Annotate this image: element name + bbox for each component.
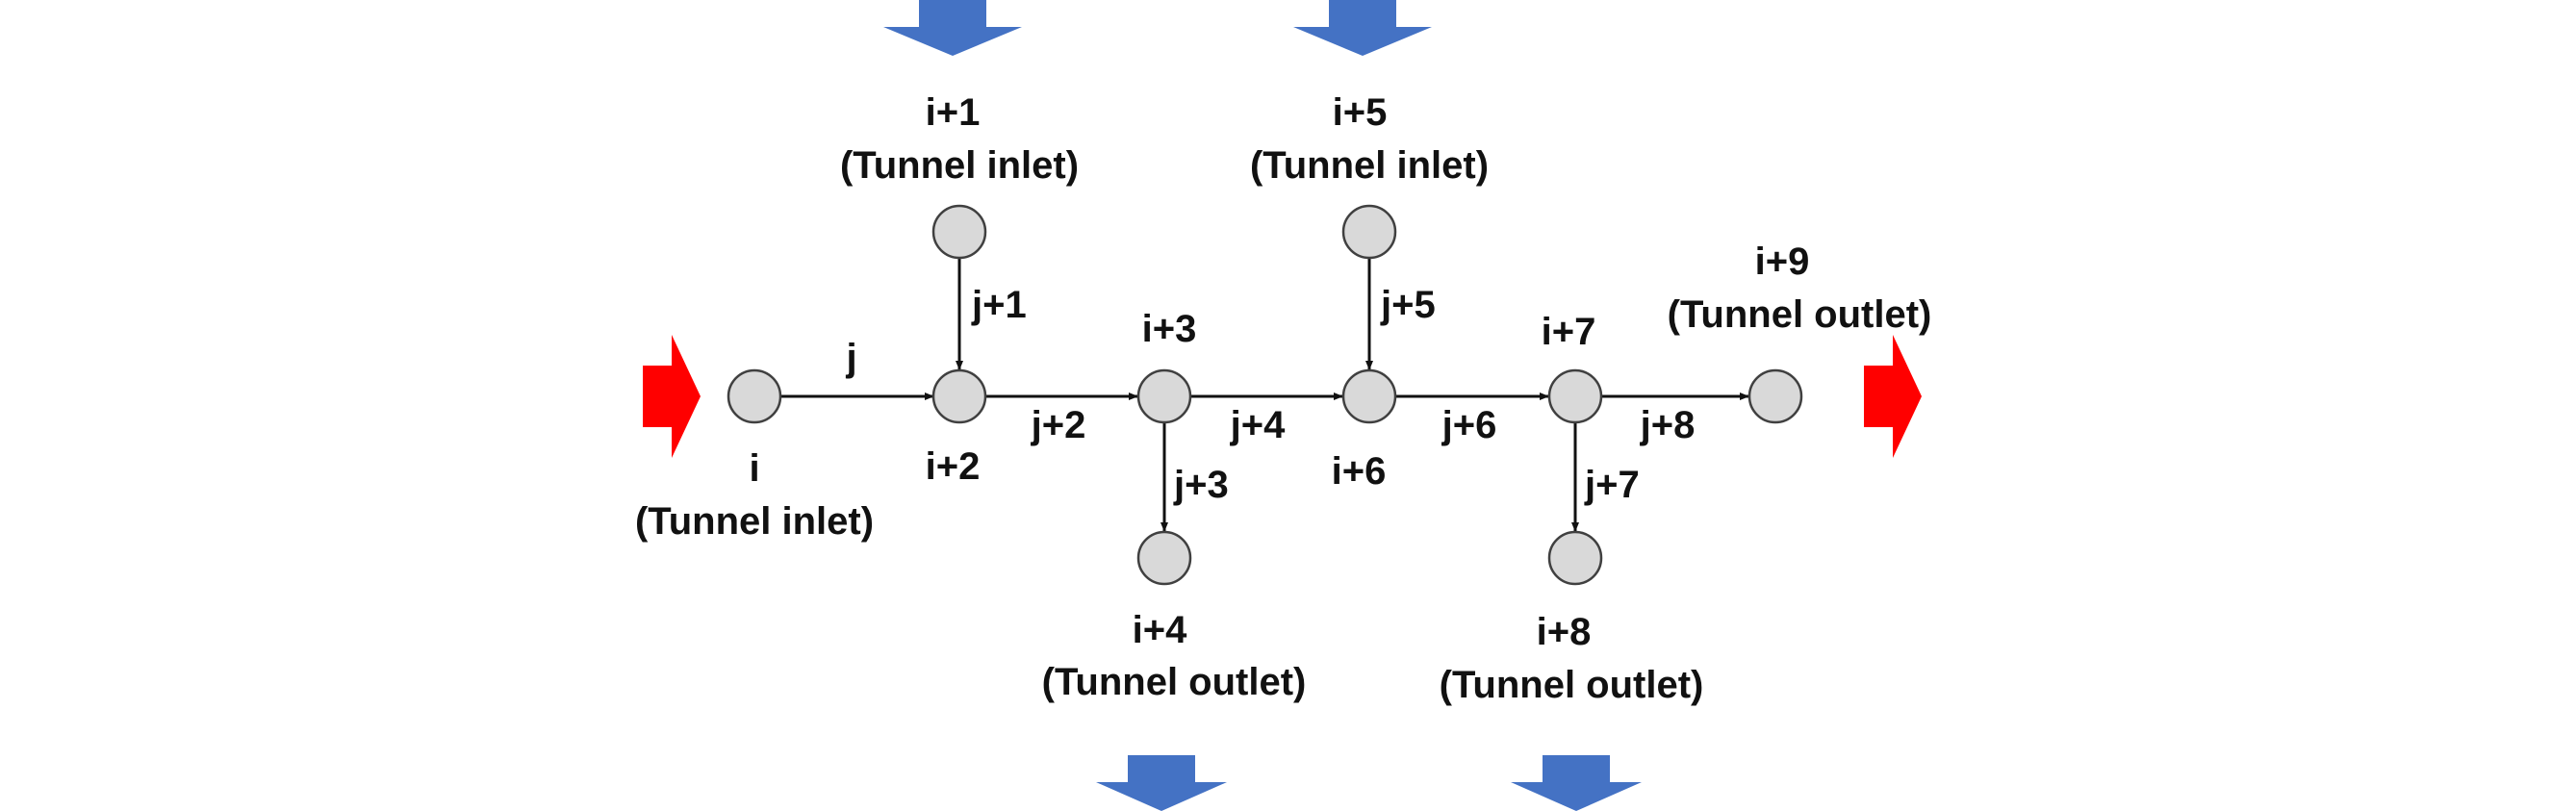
- node-i8-sublabel: (Tunnel outlet): [1440, 664, 1704, 706]
- node-i4-label: i+4: [1133, 609, 1187, 651]
- node-i1-label: i+1: [926, 91, 981, 134]
- edge-j4-label: j+4: [1230, 404, 1286, 446]
- node-i4: [1136, 530, 1192, 586]
- node-i5: [1341, 204, 1397, 260]
- edge-j8-label: j+8: [1640, 404, 1696, 446]
- node-i3: [1136, 368, 1192, 424]
- node-i2-label: i+2: [926, 445, 981, 488]
- inlet-vent-arrow-icon-2: [1293, 0, 1432, 56]
- outlet-vent-arrow-icon-1: [1096, 755, 1227, 811]
- node-i4-sublabel: (Tunnel outlet): [1042, 661, 1307, 703]
- inlet-vent-arrow-icon-1: [883, 0, 1022, 56]
- edge-j3-label: j+3: [1173, 464, 1229, 506]
- node-i1-sublabel: (Tunnel inlet): [840, 144, 1079, 187]
- edge-j6-label: j+6: [1441, 404, 1497, 446]
- node-i9-label: i+9: [1755, 241, 1810, 283]
- node-i9: [1747, 368, 1803, 424]
- node-i8: [1547, 530, 1603, 586]
- node-i7-label: i+7: [1542, 311, 1596, 353]
- node-i3-label: i+3: [1142, 308, 1197, 350]
- node-i9-sublabel: (Tunnel outlet): [1668, 293, 1932, 336]
- outflow-arrow-icon: [1864, 335, 1922, 458]
- edge-j7-label: j+7: [1584, 464, 1640, 506]
- node-i-sublabel: (Tunnel inlet): [635, 500, 874, 543]
- edge-j1-label: j+1: [971, 284, 1027, 326]
- edge-j2-label: j+2: [1031, 404, 1086, 446]
- node-i2: [931, 368, 987, 424]
- node-i-label: i: [749, 447, 759, 490]
- outlet-vent-arrow-icon-2: [1511, 755, 1642, 811]
- node-i7: [1547, 368, 1603, 424]
- node-i8-label: i+8: [1537, 611, 1592, 653]
- inflow-arrow-icon: [643, 335, 701, 458]
- node-i5-label: i+5: [1333, 91, 1388, 134]
- node-i6-label: i+6: [1332, 450, 1387, 493]
- node-i6: [1341, 368, 1397, 424]
- node-i: [727, 368, 782, 424]
- edge-j-label: j: [845, 337, 856, 379]
- node-i1: [931, 204, 987, 260]
- node-i5-sublabel: (Tunnel inlet): [1250, 144, 1489, 187]
- edge-j5-label: j+5: [1380, 284, 1436, 326]
